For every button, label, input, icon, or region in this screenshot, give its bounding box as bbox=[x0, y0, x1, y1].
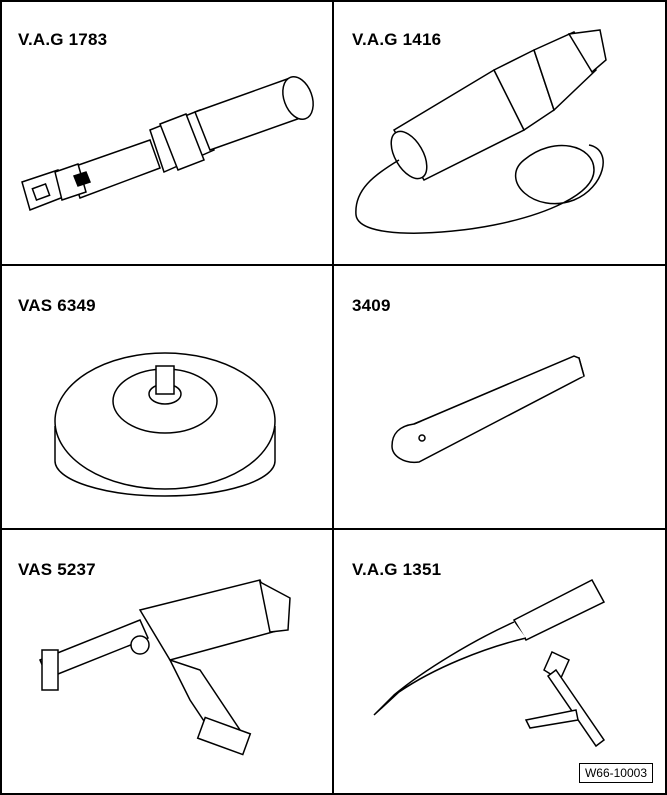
row-divider bbox=[0, 528, 667, 530]
tool-label: V.A.G 1783 bbox=[18, 30, 108, 49]
tool-cell: 3409 bbox=[334, 266, 667, 528]
torque-wrench-icon bbox=[0, 0, 332, 264]
tool-label: 3409 bbox=[352, 296, 391, 315]
tool-cell: VAS 5237 bbox=[0, 530, 332, 795]
roller-disc-icon bbox=[0, 266, 332, 528]
column-divider bbox=[332, 0, 334, 795]
wedge-tool-icon bbox=[334, 266, 667, 528]
tool-label: VAS 5237 bbox=[18, 560, 96, 579]
row-divider bbox=[0, 264, 667, 266]
cartridge-gun-icon bbox=[0, 530, 332, 795]
tool-cell: V.A.G 1783 bbox=[0, 0, 332, 264]
tool-cell: VAS 6349 bbox=[0, 266, 332, 528]
tool-label: VAS 6349 bbox=[18, 296, 96, 315]
tool-label: V.A.G 1351 bbox=[352, 560, 442, 579]
hot-air-gun-icon bbox=[334, 0, 667, 264]
tool-cell: V.A.G 1351 W66-10003 bbox=[334, 530, 667, 795]
tool-label: V.A.G 1416 bbox=[352, 30, 442, 49]
cutting-wire-tool-icon bbox=[334, 530, 667, 795]
tool-cell: V.A.G 1416 bbox=[334, 0, 667, 264]
figure-reference: W66-10003 bbox=[578, 763, 653, 783]
